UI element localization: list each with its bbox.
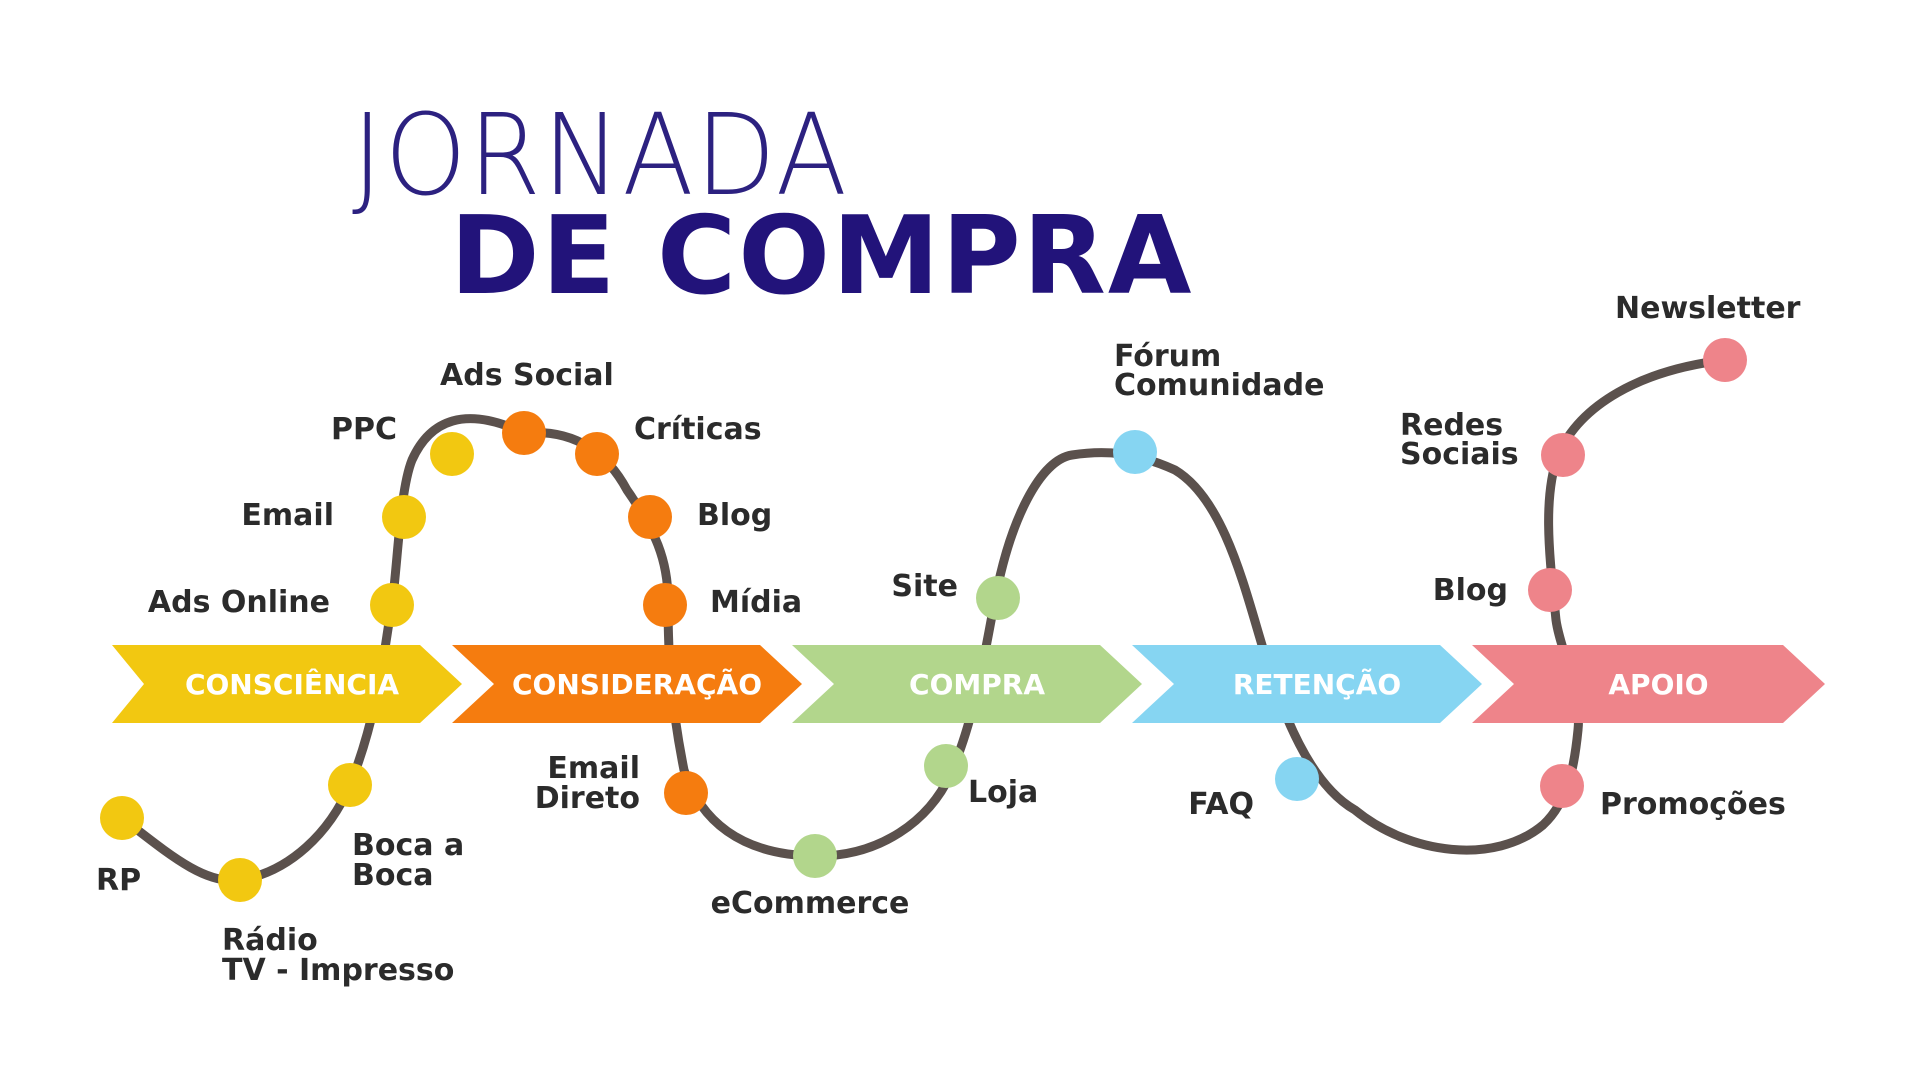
touchpoint-dot-redes-sociais [1541,433,1585,477]
touchpoint-label-criticas: Críticas [634,412,762,447]
touchpoint-label-ads-online: Ads Online [148,585,330,620]
stage-arrow-consciencia [112,645,462,723]
touchpoint-dot-midia [643,583,687,627]
touchpoint-dot-ecommerce [793,834,837,878]
touchpoint-label-line: Comunidade [1114,368,1324,403]
touchpoint-dot-forum-comunidade [1113,430,1157,474]
touchpoint-label-rp: RP [96,863,141,898]
touchpoint-label-promocoes: Promoções [1600,787,1786,822]
title-jornada: JORNADA [352,91,849,221]
touchpoint-dot-faq [1275,757,1319,801]
touchpoint-label-line: Email [547,751,640,786]
title-de-compra: DE COMPRA [450,194,1194,319]
touchpoint-dot-ads-social [502,411,546,455]
touchpoint-dot-email [382,495,426,539]
touchpoint-label-line: TV - Impresso [222,953,454,988]
touchpoint-label-ads-social: Ads Social [440,358,614,393]
stage-arrow-retencao [1132,645,1482,723]
touchpoint-label-line: Site [891,569,958,604]
touchpoint-label-line: Boca a [352,828,464,863]
touchpoint-label-line: Mídia [710,585,802,620]
stage-arrow-compra [792,645,1142,723]
touchpoint-dot-blog-consideracao [628,495,672,539]
touchpoint-label-line: Loja [968,775,1038,810]
touchpoint-dot-site [976,576,1020,620]
touchpoint-dot-email-direto [664,771,708,815]
touchpoint-label-line: FAQ [1188,787,1254,822]
touchpoint-label-line: Direto [535,781,640,816]
touchpoint-label-line: eCommerce [711,886,910,921]
touchpoint-label-line: Críticas [634,412,762,447]
touchpoint-label-line: Boca [352,858,434,893]
touchpoint-dot-criticas [575,432,619,476]
touchpoint-dot-loja [924,744,968,788]
touchpoint-label-line: Promoções [1600,787,1786,822]
touchpoint-dot-boca-a-boca [328,763,372,807]
touchpoint-label-line: PPC [331,412,397,447]
touchpoint-label-line: Ads Online [148,585,330,620]
stage-label-consideracao: CONSIDERAÇÃO [512,667,762,701]
touchpoint-label-line: Newsletter [1615,291,1801,326]
touchpoint-label-blog-apoio: Blog [1433,573,1508,608]
touchpoint-dots [100,338,1747,902]
stage-label-apoio: APOIO [1608,668,1708,701]
touchpoint-label-line: Rádio [222,923,318,958]
touchpoint-label-line: Ads Social [440,358,614,393]
stage-arrow-apoio [1472,645,1825,723]
touchpoint-dot-ads-online [370,583,414,627]
stage-arrows: CONSCIÊNCIA CONSIDERAÇÃO COMPRA RETENÇÃO APO… [112,645,1825,723]
touchpoint-label-line: Blog [1433,573,1508,608]
touchpoint-dot-promocoes [1540,764,1584,808]
touchpoint-label-line: Redes [1400,408,1503,443]
touchpoint-label-midia: Mídia [710,585,802,620]
touchpoint-label-ppc: PPC [331,412,397,447]
touchpoint-label-ecommerce: eCommerce [711,886,910,921]
touchpoint-label-email: Email [241,498,334,533]
touchpoint-dot-rp [100,796,144,840]
stage-label-compra: COMPRA [909,668,1045,701]
touchpoint-label-faq: FAQ [1188,787,1254,822]
touchpoint-label-line: Email [241,498,334,533]
touchpoint-dot-ppc [430,432,474,476]
touchpoint-label-line: RP [96,863,141,898]
touchpoint-label-blog-consideracao: Blog [697,498,772,533]
touchpoint-label-newsletter: Newsletter [1615,291,1801,326]
touchpoint-label-line: Fórum [1114,339,1221,374]
touchpoint-dot-blog-apoio [1528,568,1572,612]
touchpoint-dot-radio-tv-impresso [218,858,262,902]
stage-label-retencao: RETENÇÃO [1233,667,1401,701]
touchpoint-label-line: Sociais [1400,437,1519,472]
stage-label-consciencia: CONSCIÊNCIA [185,667,399,701]
touchpoint-dot-newsletter [1703,338,1747,382]
touchpoint-label-site: Site [891,569,958,604]
touchpoint-label-loja: Loja [968,775,1038,810]
touchpoint-label-line: Blog [697,498,772,533]
stage-arrow-consideracao [452,645,802,723]
